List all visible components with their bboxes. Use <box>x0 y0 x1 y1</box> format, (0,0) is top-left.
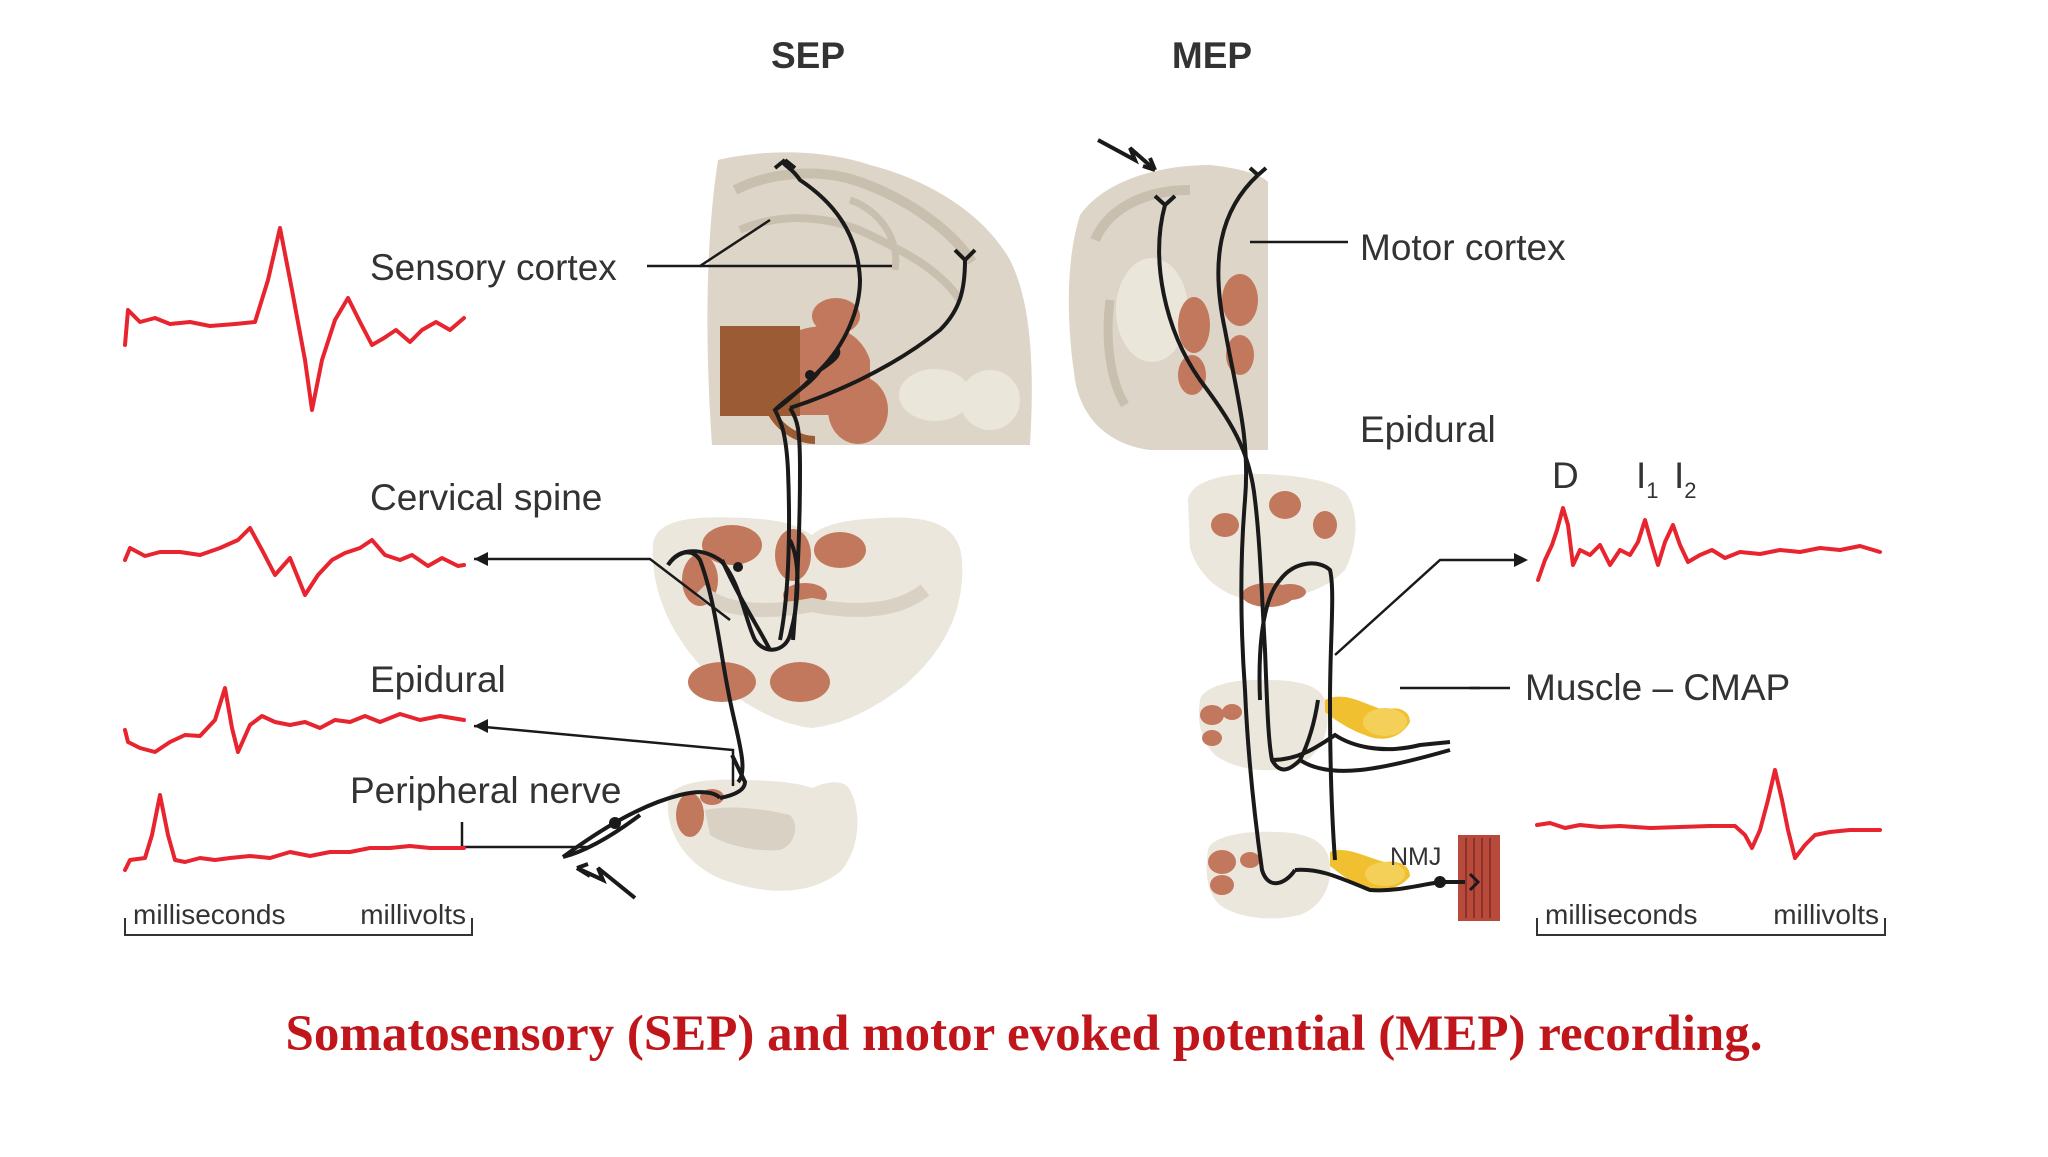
cervical-arrow-head <box>474 552 488 566</box>
i2-wave-subscript: 2 <box>1684 478 1696 503</box>
epidural-right-arrow-head <box>1514 553 1528 567</box>
i2-wave-label: I2 <box>1674 455 1697 503</box>
scale-right-amplitude: millivolts <box>1773 899 1879 930</box>
sep-cervical-cord <box>652 517 963 728</box>
sep-nerve-pathways <box>561 158 977 859</box>
scale-right-time: milliseconds <box>1545 899 1698 930</box>
sep-lumbar-cord <box>667 779 858 891</box>
muscle-cmap-label: Muscle – CMAP <box>1525 667 1790 708</box>
epidural-arrow-head <box>474 719 488 733</box>
sep-nerve-terminal <box>609 817 621 829</box>
sep-brain-section <box>707 152 1032 445</box>
d-wave-label: D <box>1552 455 1579 496</box>
sep-epidural-trace <box>123 686 466 754</box>
traces <box>123 226 1882 872</box>
mep-stimulus-bolt-icon <box>1097 138 1157 172</box>
mep-epidural-trace <box>1536 506 1882 582</box>
mep-muscle-trace <box>1535 768 1882 860</box>
i1-wave-label: I1 <box>1636 455 1659 503</box>
ganglion-upper <box>1325 696 1410 739</box>
sensory-cortex-label: Sensory cortex <box>370 247 617 288</box>
sep-peripheral-trace <box>123 793 466 872</box>
mep-cord-middle <box>1198 679 1328 771</box>
nmj-label: NMJ <box>1390 843 1441 871</box>
i2-wave-letter: I <box>1674 455 1684 496</box>
figure-caption: Somatosensory (SEP) and motor evoked pot… <box>285 1006 1763 1062</box>
mep-cord-lower <box>1206 831 1331 919</box>
epidural-left-label: Epidural <box>370 659 506 700</box>
sep-cervical-trace <box>123 526 466 597</box>
scale-bar-right <box>1536 918 1886 936</box>
sep-header: SEP <box>771 35 845 76</box>
muscle-fibers <box>1458 835 1500 921</box>
cervical-spine-label: Cervical spine <box>370 477 602 518</box>
sep-stimulus-bolt-icon <box>575 862 637 900</box>
mep-nerve-pathways <box>1153 166 1451 893</box>
sep-synapse <box>733 562 743 572</box>
i1-wave-letter: I <box>1636 455 1646 496</box>
mep-header: MEP <box>1172 35 1252 76</box>
sep-cortical-trace <box>123 226 466 412</box>
scale-left-amplitude: millivolts <box>360 899 466 930</box>
epidural-right-label: Epidural <box>1360 409 1496 450</box>
i1-wave-subscript: 1 <box>1646 478 1658 503</box>
scale-bar-left <box>124 918 473 936</box>
sep-thalamus-synapse <box>805 370 815 380</box>
mep-cord-upper <box>1188 473 1356 607</box>
peripheral-nerve-label: Peripheral nerve <box>350 770 621 811</box>
motor-cortex-label: Motor cortex <box>1360 227 1566 268</box>
scale-left-time: milliseconds <box>133 899 286 930</box>
nmj-endplate <box>1468 872 1481 892</box>
